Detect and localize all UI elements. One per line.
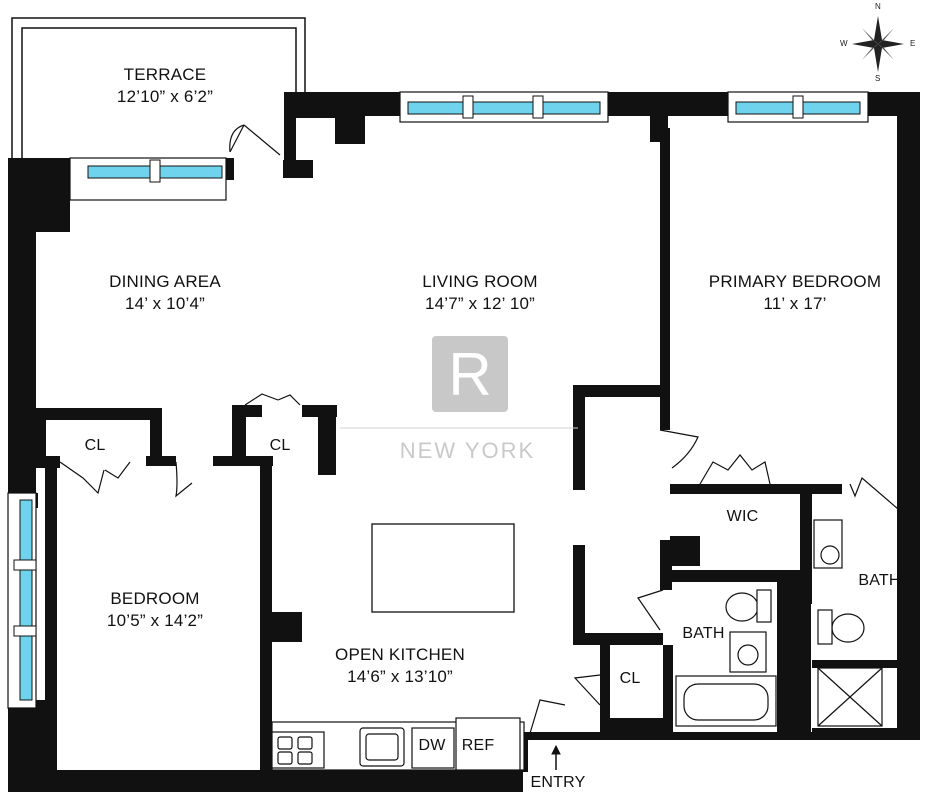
bath-label-right: BATH — [858, 572, 901, 589]
primary-bedroom-size: 11’ x 17’ — [763, 294, 827, 313]
terrace-size: 12’10” x 6’2” — [116, 87, 214, 106]
terrace-label: TERRACE 12’10” x 6’2” — [60, 64, 270, 108]
bath-right-walls — [812, 484, 900, 734]
kitchen-size: 14’6” x 13’10” — [347, 667, 453, 686]
terrace-door — [229, 124, 281, 156]
dw-label: DW — [418, 737, 446, 754]
watermark-logo-letter: R — [448, 341, 492, 408]
living-name: LIVING ROOM — [422, 272, 538, 291]
dining-label: DINING AREA 14’ x 10’4” — [60, 271, 270, 315]
bath-label-left: BATH — [682, 625, 725, 642]
ref-label: REF — [461, 737, 495, 754]
closet-label-bedroom: CL — [84, 437, 106, 454]
terrace-name: TERRACE — [123, 65, 207, 84]
watermark-logo: R — [432, 336, 508, 412]
bedroom-label: BEDROOM 10’5” x 14’2” — [55, 588, 255, 632]
entry-label: ENTRY — [530, 774, 586, 791]
kitchen-counter — [271, 717, 525, 771]
bath-fixtures — [675, 519, 883, 727]
bedroom-name: BEDROOM — [110, 589, 200, 608]
bedroom-size: 10’5” x 14’2” — [106, 611, 204, 630]
kitchen-island — [371, 523, 515, 613]
kitchen-name: OPEN KITCHEN — [335, 645, 465, 664]
compass-w: W — [840, 39, 848, 48]
entry-arrow — [551, 744, 561, 770]
primary-bedroom-label: PRIMARY BEDROOM 11’ x 17’ — [690, 271, 900, 315]
interior-walls — [36, 128, 812, 770]
dining-name: DINING AREA — [109, 272, 221, 291]
compass-s: S — [875, 74, 881, 83]
wall-corners — [30, 112, 668, 232]
wic-label: WIC — [726, 508, 759, 525]
windows — [7, 91, 869, 709]
kitchen-label: OPEN KITCHEN 14’6” x 13’10” — [300, 644, 500, 688]
closet-label-entry: CL — [619, 670, 641, 687]
living-size: 14’7” x 12’ 10” — [424, 294, 536, 313]
living-label: LIVING ROOM 14’7” x 12’ 10” — [370, 271, 590, 315]
terrace-outline — [11, 17, 306, 158]
compass-n: N — [875, 2, 881, 11]
compass-e: E — [910, 39, 916, 48]
compass-rose — [852, 16, 904, 72]
door-swings — [59, 393, 906, 741]
closet-label-dining: CL — [269, 437, 291, 454]
primary-bedroom-name: PRIMARY BEDROOM — [708, 272, 882, 291]
watermark-text: NEW YORK — [399, 438, 536, 463]
dining-size: 14’ x 10’4” — [124, 294, 205, 313]
